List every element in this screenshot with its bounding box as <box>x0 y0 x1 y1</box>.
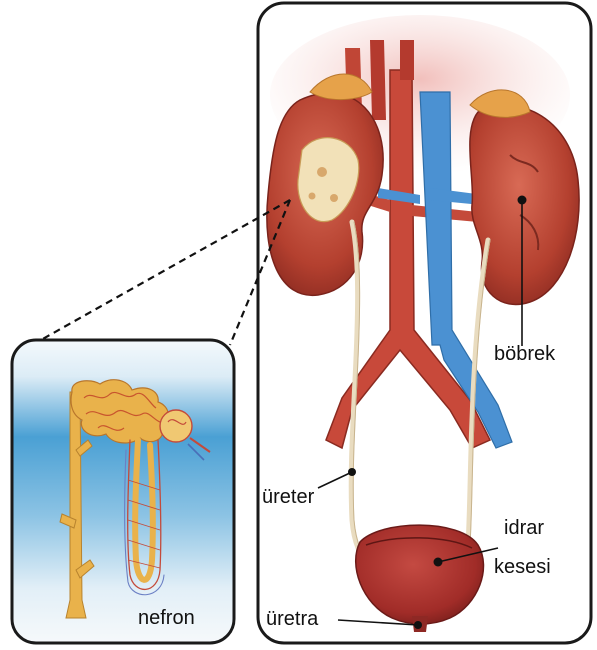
nephron-inset-panel: nefron <box>12 340 234 643</box>
zoom-connector-lines <box>32 200 290 345</box>
label-ureter-text: üreter <box>262 486 315 508</box>
label-bladder-line2: kesesi <box>494 556 551 578</box>
main-panel: böbrek üreter idrar kesesi üretra <box>258 3 591 643</box>
label-kidney-text: böbrek <box>494 343 556 365</box>
label-bladder-line1: idrar <box>504 517 544 539</box>
label-urethra-text: üretra <box>266 608 319 630</box>
label-nephron-text: nefron <box>138 607 195 629</box>
